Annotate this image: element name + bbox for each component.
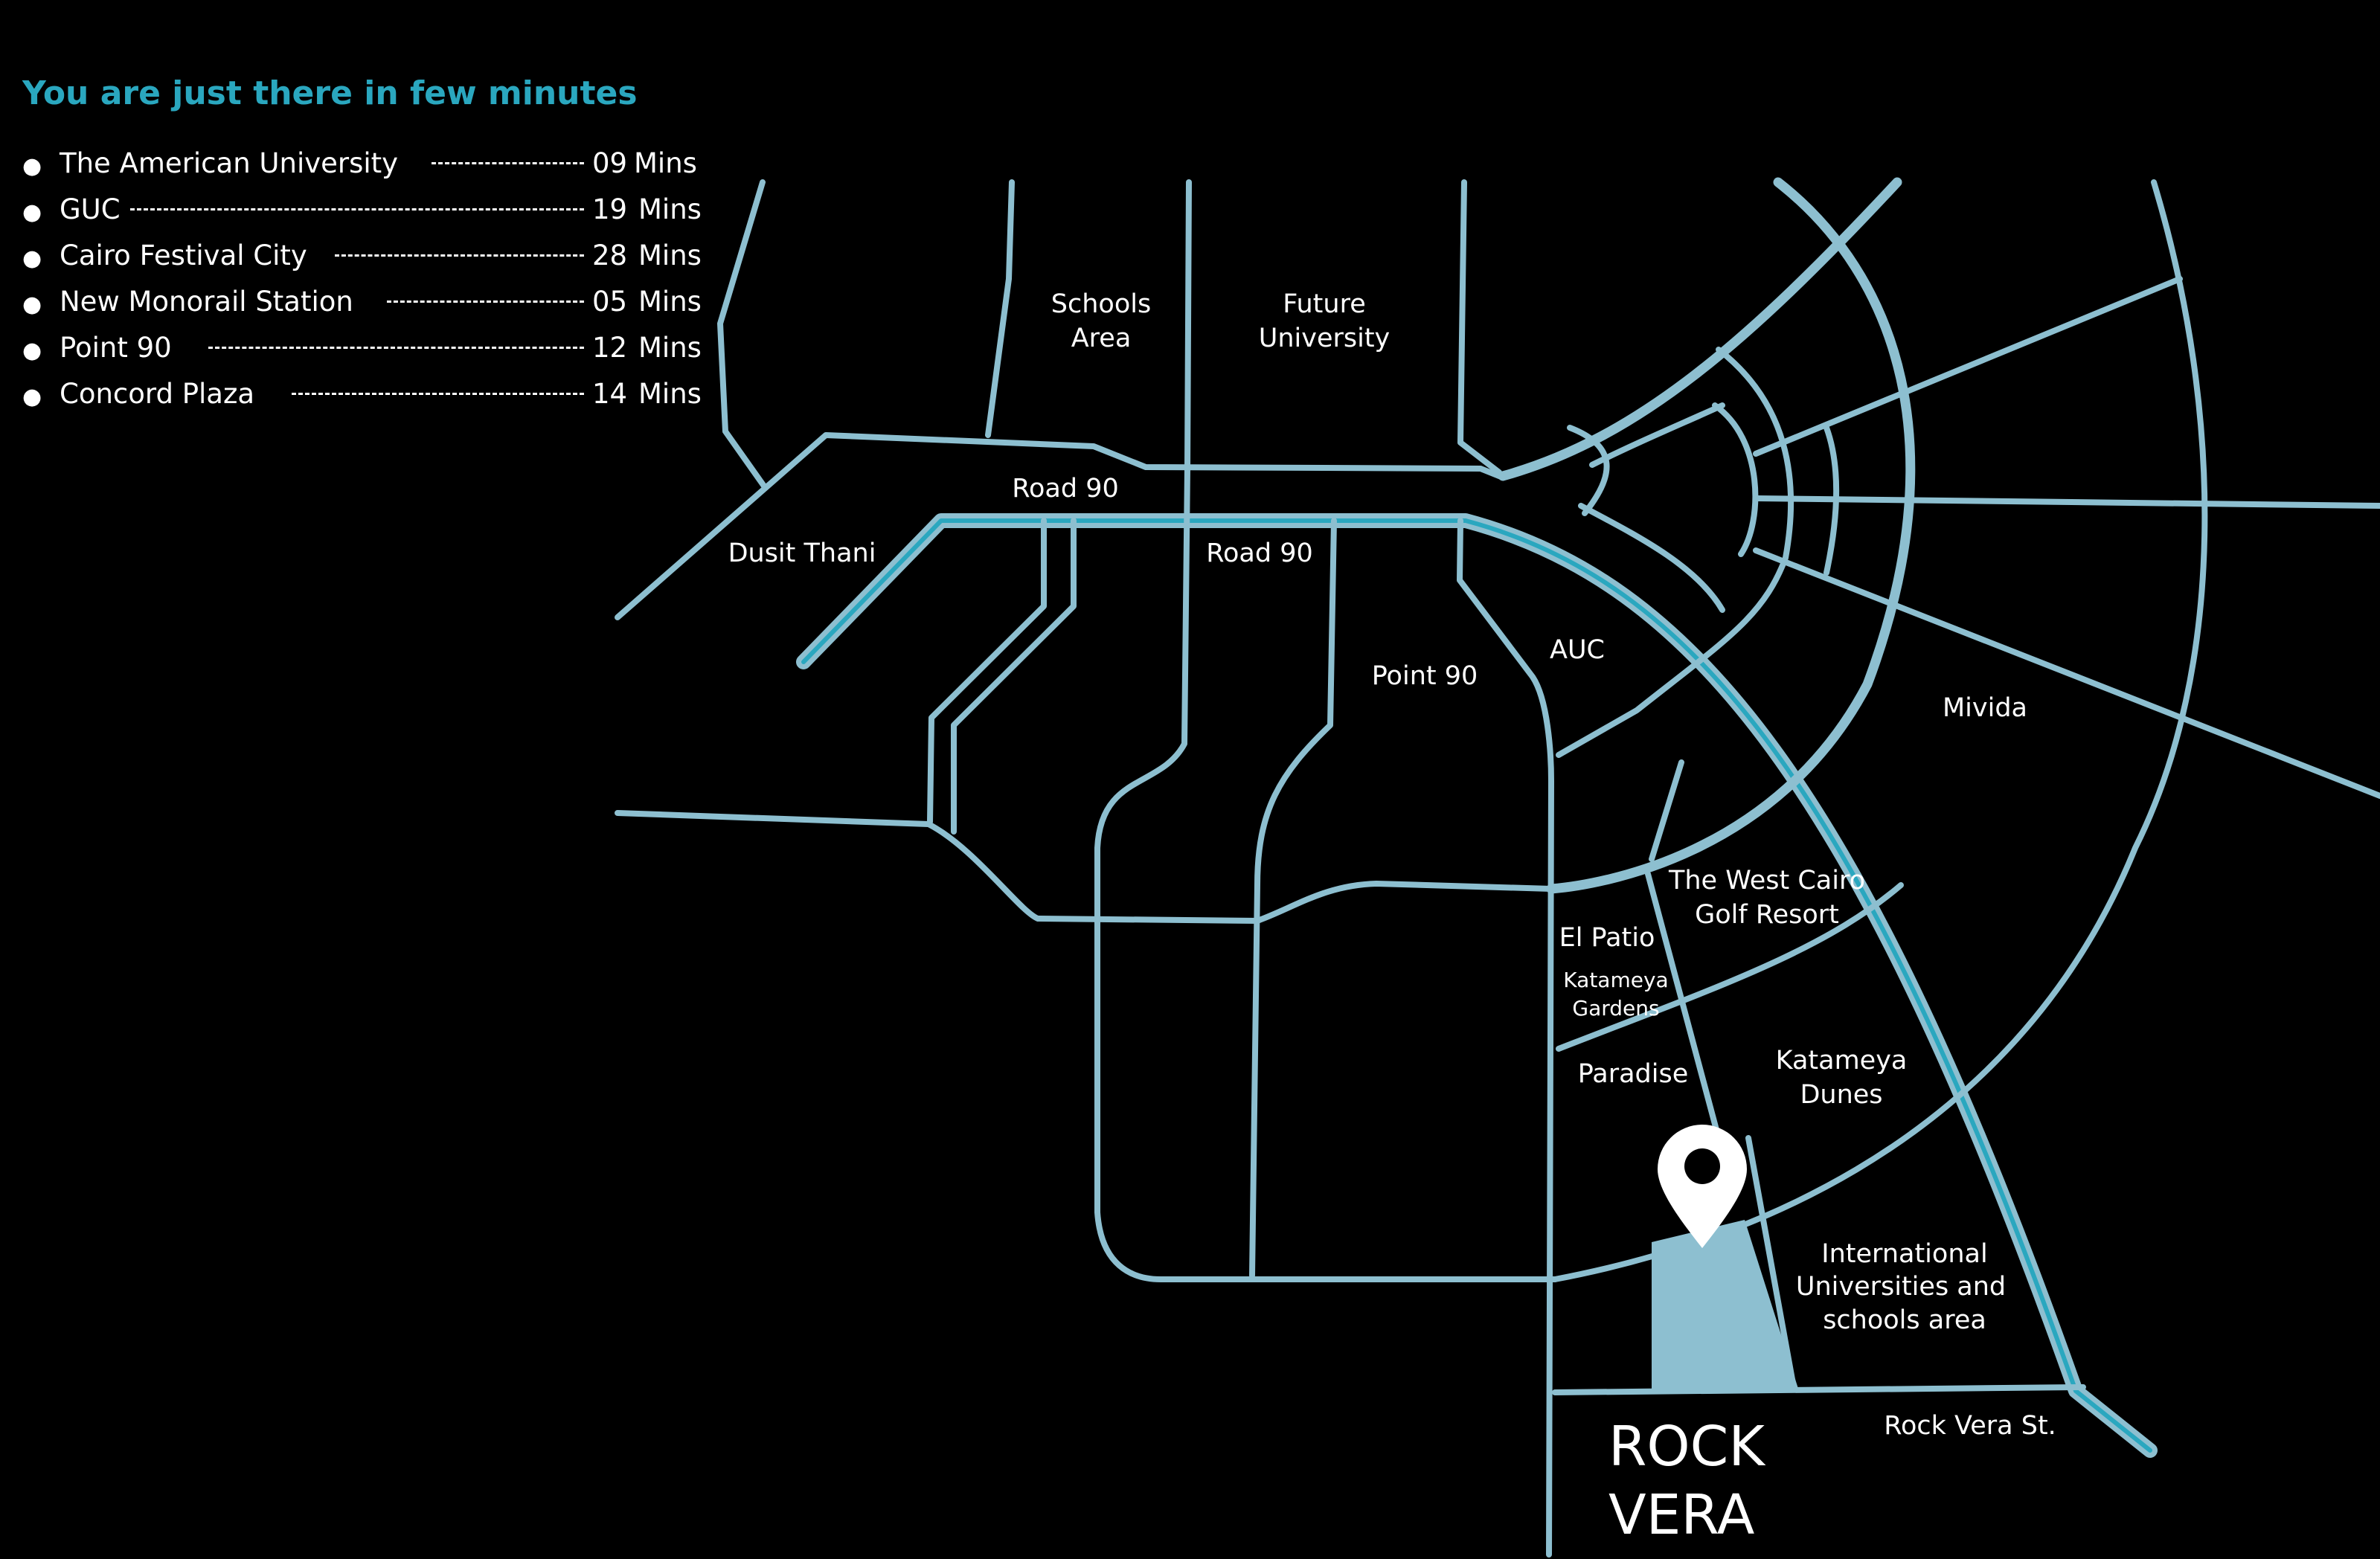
road-90-label: Road 90 — [1206, 539, 1313, 568]
road — [1567, 425, 1610, 516]
project-name-label: VERA — [1608, 1483, 1755, 1547]
travel-time: 28 — [592, 240, 628, 271]
road — [1546, 177, 1916, 894]
bullet-icon: ● — [22, 292, 42, 318]
schools-area-label: Area — [1071, 324, 1132, 353]
schools-area-label: Schools — [1051, 289, 1151, 319]
road — [1552, 179, 2208, 1282]
destination-name: Concord Plaza — [60, 378, 255, 410]
road — [615, 432, 1506, 620]
list-item: ● Cairo Festival City 28 Mins — [22, 240, 707, 286]
travel-time: 05 — [592, 286, 628, 318]
bullet-icon: ● — [22, 384, 42, 410]
list-item: ● GUC 19 Mins — [22, 193, 707, 240]
mivida-label: Mivida — [1943, 693, 2027, 723]
auc-label: AUC — [1550, 635, 1605, 665]
international-universities-label: Universities and — [1796, 1272, 2006, 1302]
bullet-icon: ● — [22, 153, 42, 179]
road — [985, 179, 1015, 438]
destination-name: Point 90 — [60, 332, 172, 364]
list-item: ● Point 90 12 Mins — [22, 332, 707, 378]
road — [1457, 179, 1502, 475]
road — [1753, 495, 2380, 509]
west-cairo-golf-label: The West Cairo — [1668, 866, 1865, 896]
page-title: You are just there in few minutes — [22, 74, 638, 112]
el-patio-label: El Patio — [1559, 923, 1655, 953]
road — [1745, 1135, 1796, 1386]
travel-time: 19 — [592, 193, 628, 225]
dotted-leader — [130, 208, 584, 210]
road — [1578, 503, 1725, 613]
time-unit: Mins — [638, 193, 702, 225]
dotted-leader — [432, 162, 584, 164]
list-item: ● Concord Plaza 14 Mins — [22, 378, 707, 424]
road — [951, 518, 1077, 835]
bullet-icon: ● — [22, 338, 42, 364]
road — [1249, 518, 1337, 1279]
time-unit: Mins — [638, 378, 702, 410]
road-highlight — [801, 518, 2152, 1453]
road — [1498, 177, 1902, 481]
travel-time: 14 — [592, 378, 628, 410]
road — [1184, 179, 1192, 472]
future-university-label: Future — [1283, 289, 1365, 319]
katameya-gardens-label: Gardens — [1572, 996, 1659, 1020]
international-universities-label: schools area — [1823, 1305, 1986, 1335]
road — [1753, 276, 2183, 457]
location-pin-icon[interactable] — [1658, 1125, 1747, 1248]
list-item: ● The American University 09 Mins — [22, 147, 707, 193]
dotted-leader — [292, 393, 584, 395]
paradise-label: Paradise — [1578, 1059, 1689, 1089]
road — [1824, 425, 1840, 576]
road — [1556, 347, 1794, 758]
travel-time: 09 — [592, 147, 628, 179]
destination-list: ● The American University 09 Mins ● GUC … — [22, 147, 707, 424]
road — [1712, 402, 1759, 557]
time-unit: Mins — [638, 240, 702, 271]
project-plot — [1652, 1220, 1799, 1391]
rock-vera-street-label: Rock Vera St. — [1884, 1411, 2056, 1441]
road — [1645, 871, 1722, 1141]
destination-name: The American University — [60, 147, 399, 179]
international-universities-label: International — [1821, 1239, 1987, 1269]
point-90-label: Point 90 — [1372, 661, 1478, 691]
road — [1649, 759, 1684, 862]
road — [1556, 882, 1904, 1052]
road — [615, 810, 1554, 924]
list-item: ● New Monorail Station 05 Mins — [22, 286, 707, 332]
road — [1589, 402, 1725, 468]
dotted-leader — [387, 300, 584, 303]
bullet-icon: ● — [22, 245, 42, 271]
dotted-leader — [335, 254, 584, 257]
road — [1753, 547, 2380, 799]
dotted-leader — [208, 347, 584, 349]
time-unit: Mins — [638, 286, 702, 318]
project-name-label: ROCK — [1608, 1415, 1766, 1479]
katameya-gardens-label: Katameya — [1563, 968, 1668, 992]
road-90-label: Road 90 — [1012, 474, 1119, 504]
road — [1094, 466, 1558, 1282]
road — [927, 518, 1047, 825]
road — [1457, 518, 1554, 1558]
future-university-label: University — [1259, 324, 1391, 353]
time-unit: Mins — [638, 332, 702, 364]
time-unit: Mins — [634, 147, 697, 179]
west-cairo-golf-label: Golf Resort — [1695, 900, 1839, 930]
katameya-dunes-label: Dunes — [1800, 1080, 1882, 1110]
dusit-thani-label: Dusit Thani — [728, 539, 876, 568]
destination-name: Cairo Festival City — [60, 240, 307, 271]
destination-name: New Monorail Station — [60, 286, 353, 318]
road — [717, 179, 768, 490]
bullet-icon: ● — [22, 199, 42, 225]
travel-time: 12 — [592, 332, 628, 364]
katameya-dunes-label: Katameya — [1776, 1046, 1908, 1076]
road — [1552, 1384, 2086, 1395]
destination-name: GUC — [60, 193, 121, 225]
